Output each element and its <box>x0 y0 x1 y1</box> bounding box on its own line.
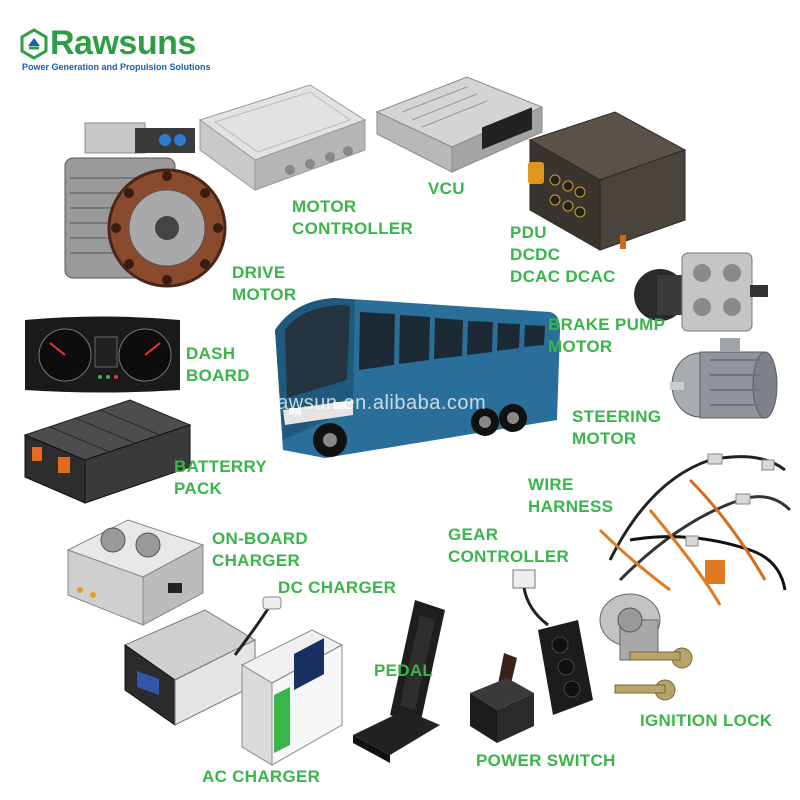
bus-image <box>275 298 560 458</box>
brand-name: Rawsuns <box>50 24 196 62</box>
rawsuns-logo-icon <box>20 28 48 60</box>
label-steering-motor: STEERING MOTOR <box>572 407 662 448</box>
label-motor-controller: MOTOR CONTROLLER <box>292 197 414 238</box>
pedal-image <box>353 600 445 763</box>
label-brake-pump-motor: BRAKE PUMP MOTOR <box>548 315 666 356</box>
label-battery-pack: BATTERRY PACK <box>174 457 268 498</box>
label-dc-charger: DC CHARGER <box>278 578 397 597</box>
label-wire-harness: WIRE HARNESS <box>528 475 614 516</box>
power-switch-image <box>470 653 534 743</box>
label-power-switch: POWER SWITCH <box>476 751 616 770</box>
label-vcu: VCU <box>428 179 465 198</box>
dash-board-image <box>25 316 180 393</box>
steering-motor-image <box>670 338 778 419</box>
brake-pump-motor-image <box>634 252 768 332</box>
label-ac-charger: AC CHARGER <box>202 767 321 786</box>
ignition-lock-image <box>599 593 693 701</box>
label-gear-controller: GEAR CONTROLLER <box>448 525 570 566</box>
label-drive-motor: DRIVE MOTOR <box>232 263 297 304</box>
pdu-image <box>528 111 687 251</box>
battery-pack-image <box>23 399 192 504</box>
vcu-image <box>375 76 544 173</box>
label-ignition-lock: IGNITION LOCK <box>640 711 773 730</box>
dc-charger-image <box>123 596 282 726</box>
label-on-board-charger: ON-BOARD CHARGER <box>212 529 308 570</box>
watermark-text: rawsun.en.alibaba.com <box>270 392 487 414</box>
gear-controller-image <box>512 569 593 715</box>
ac-charger-image <box>240 629 344 766</box>
label-pdu: PDU DCDC DCAC DCAC <box>510 223 616 286</box>
label-dash-board: DASH BOARD <box>186 344 250 385</box>
drive-motor-image <box>64 122 227 288</box>
label-pedal: PEDAL <box>374 661 434 680</box>
on-board-charger-image <box>66 519 205 626</box>
wire-harness-image <box>598 453 792 606</box>
motor-controller-image <box>198 84 367 191</box>
brand-tagline: Power Generation and Propulsion Solution… <box>22 62 211 72</box>
